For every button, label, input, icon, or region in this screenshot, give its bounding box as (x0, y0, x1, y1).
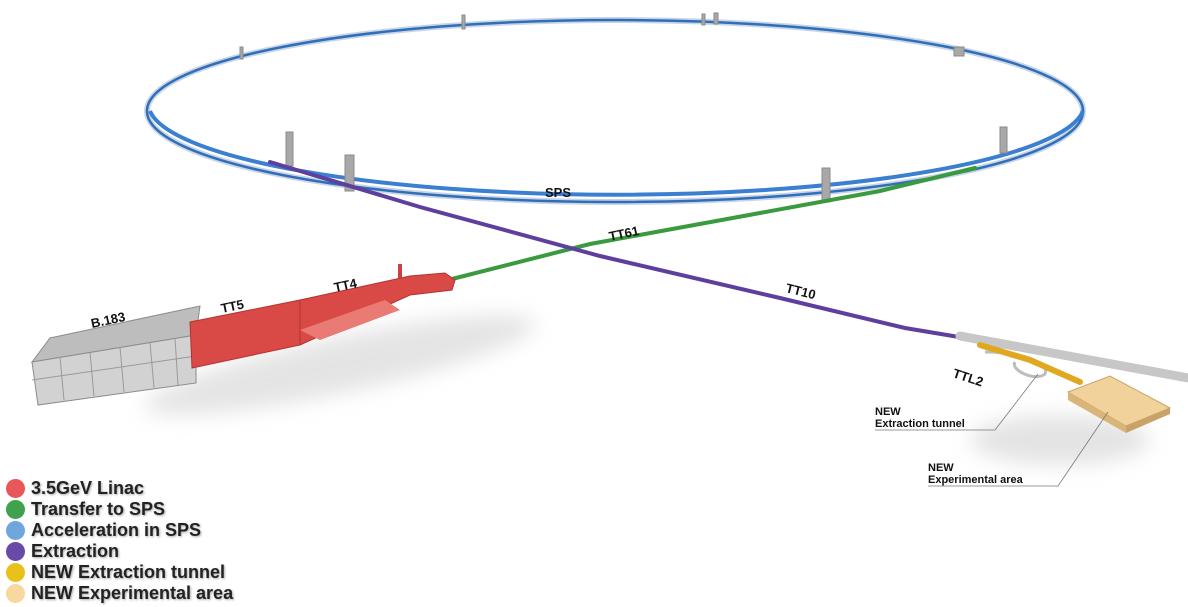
shaft-8 (239, 46, 244, 60)
label-tt5: TT5 (220, 296, 246, 315)
shaft-9 (953, 46, 965, 57)
legend-color-swatch (6, 563, 25, 582)
callout-area-line1: NEW (928, 462, 954, 474)
legend-item: Acceleration in SPS (6, 520, 233, 541)
legend-item: 3.5GeV Linac (6, 478, 233, 499)
new-extraction-tunnel (977, 342, 1083, 385)
legend-item: NEW Experimental area (6, 583, 233, 604)
legend-label: 3.5GeV Linac (31, 478, 145, 498)
callout-new-extraction-tunnel: NEW Extraction tunnel (875, 373, 1039, 431)
label-tt4: TT4 (333, 275, 359, 295)
shaft-2 (344, 154, 355, 192)
callout-area-line2: Experimental area (928, 474, 1024, 486)
legend-label: Acceleration in SPS (31, 520, 202, 540)
shaft-6 (701, 13, 706, 26)
shaft-4 (999, 126, 1008, 154)
label-ttl2: TTL2 (951, 366, 985, 390)
callout-tunnel-line1: NEW (875, 406, 901, 418)
legend-label: NEW Extraction tunnel (31, 562, 226, 582)
tt4-riser (398, 264, 402, 278)
legend-label: Extraction (31, 541, 120, 561)
building-b183 (30, 305, 201, 406)
transfer-line-tt61 (450, 166, 977, 281)
sps-ring (144, 17, 1086, 205)
shaft-7 (713, 12, 719, 25)
legend-label: NEW Experimental area (31, 583, 234, 603)
shaft-5 (461, 14, 466, 30)
legend-item: Transfer to SPS (6, 499, 233, 520)
linac-shadow (144, 315, 536, 415)
callout-new-experimental-area: NEW Experimental area (928, 411, 1109, 487)
access-shafts (239, 12, 1008, 203)
linac-structure (189, 264, 456, 369)
legend-color-swatch (6, 521, 25, 540)
label-sps: SPS (545, 185, 571, 200)
legend-color-swatch (6, 479, 25, 498)
shaft-1 (285, 131, 294, 167)
beam-pipe-continuation (955, 331, 1188, 383)
area-shadow (970, 415, 1150, 465)
legend-item: NEW Extraction tunnel (6, 562, 233, 583)
shaft-3 (821, 167, 831, 203)
legend-color-swatch (6, 500, 25, 519)
extraction-line-tt10 (268, 160, 967, 340)
new-experimental-area (1066, 375, 1172, 433)
label-tt61: TT61 (608, 223, 641, 244)
callout-tunnel-line2: Extraction tunnel (875, 418, 965, 430)
legend-color-swatch (6, 542, 25, 561)
legend-color-swatch (6, 584, 25, 603)
label-b183: B.183 (90, 309, 127, 331)
legend-item: Extraction (6, 541, 233, 562)
label-tt10: TT10 (784, 280, 817, 302)
legend-label: Transfer to SPS (31, 499, 166, 519)
